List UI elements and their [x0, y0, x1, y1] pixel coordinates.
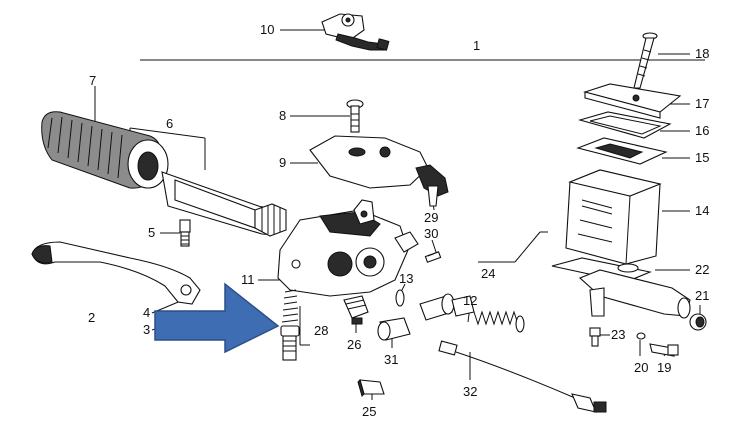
label-part-19: 19 [657, 360, 671, 375]
part-number-labels: 1 2 3 4 5 6 7 8 9 10 11 12 13 14 15 16 1… [88, 22, 709, 419]
part-28-spring [280, 289, 300, 361]
label-part-17: 17 [695, 96, 709, 111]
part-12-piston [419, 293, 525, 333]
label-part-20: 20 [634, 360, 648, 375]
label-part-22: 22 [695, 262, 709, 277]
label-part-16: 16 [695, 123, 709, 138]
label-part-12: 12 [463, 293, 477, 308]
part-26-fitting [343, 295, 369, 325]
part-10-switch [321, 13, 390, 51]
part-22-base [551, 257, 691, 319]
label-part-9: 9 [279, 155, 286, 170]
part-13-seal [395, 289, 405, 307]
label-part-26: 26 [347, 337, 361, 352]
part-15-gasket [576, 137, 668, 165]
part-23-screw [589, 327, 601, 347]
part-6-throttle-tube [161, 171, 287, 237]
part-25-key [357, 379, 385, 397]
part-31-nipple [377, 317, 411, 341]
label-part-7: 7 [89, 73, 96, 88]
part-20-19-bolt [636, 332, 679, 357]
label-part-31: 31 [384, 352, 398, 367]
part-30-screw [424, 251, 442, 263]
part-2-brake-lever [31, 241, 201, 305]
label-part-3: 3 [143, 322, 150, 337]
label-part-32: 32 [463, 384, 477, 399]
label-part-25: 25 [362, 404, 376, 419]
part-17-lid [583, 83, 682, 119]
part-5-screw [179, 219, 191, 247]
label-part-15: 15 [695, 150, 709, 165]
label-part-23: 23 [611, 327, 625, 342]
label-part-30: 30 [424, 226, 438, 241]
label-part-24: 24 [481, 266, 495, 281]
part-9-cover [309, 135, 449, 197]
label-part-11: 11 [241, 272, 255, 287]
label-part-1: 1 [473, 38, 480, 53]
part-32-cable [438, 340, 607, 413]
part-7-grip [41, 111, 169, 189]
part-8-screw [346, 99, 364, 133]
label-part-2: 2 [88, 310, 95, 325]
part-14-reservoir [565, 169, 662, 265]
label-part-21: 21 [695, 288, 709, 303]
part-16-diaphragm [577, 111, 672, 139]
highlight-arrow [154, 282, 280, 354]
part-29-boot [427, 185, 439, 207]
part-11-housing [277, 199, 419, 297]
label-part-29: 29 [424, 210, 438, 225]
part-21-cap [689, 313, 707, 331]
part-18-long-screw [633, 32, 658, 89]
label-part-28: 28 [314, 323, 328, 338]
label-part-14: 14 [695, 203, 709, 218]
label-part-10: 10 [260, 22, 274, 37]
label-part-13: 13 [399, 271, 413, 286]
label-part-18: 18 [695, 46, 709, 61]
label-part-8: 8 [279, 108, 286, 123]
label-part-4: 4 [143, 305, 150, 320]
label-part-6: 6 [166, 116, 173, 131]
label-part-5: 5 [148, 225, 155, 240]
